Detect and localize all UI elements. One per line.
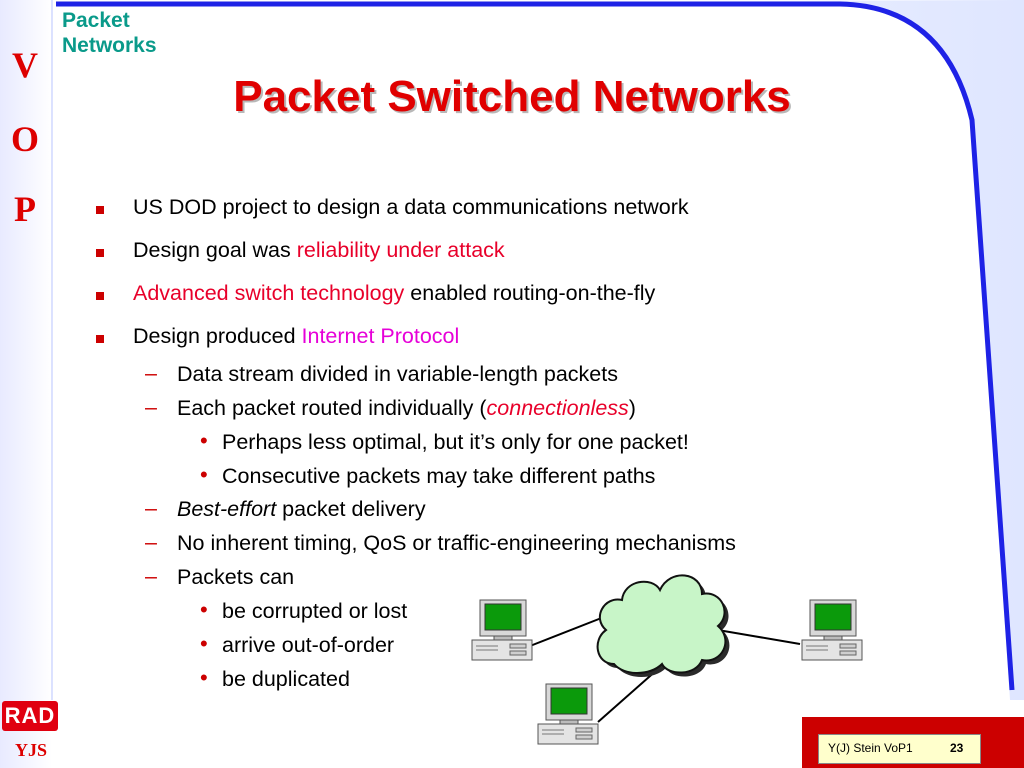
desktop-computer-icon [471, 599, 533, 661]
sub-item-1: Data stream divided in variable-length p… [177, 362, 618, 386]
dot-bullet: • [200, 631, 208, 656]
rad-logo: RAD [2, 701, 58, 731]
sidebar-letter-v: V [12, 45, 38, 85]
footer-label-box [818, 734, 981, 764]
bullet-text: ) [628, 396, 636, 420]
bullet-square [96, 206, 104, 214]
network-link [711, 628, 801, 645]
bullet-square [96, 292, 104, 300]
desktop-computer-icon [801, 599, 863, 661]
bullet-text: Design goal was [133, 238, 297, 262]
italic-text: Best-effort [177, 497, 277, 521]
bullet-text: US DOD project to design a data communic… [133, 195, 689, 219]
bullet-item-1: US DOD project to design a data communic… [133, 195, 689, 220]
network-link [529, 616, 605, 647]
sub-sub-item-5: be duplicated [222, 667, 350, 691]
highlight-text: connectionless [486, 396, 629, 420]
dash-bullet: – [145, 564, 157, 588]
footer-author: Y(J) Stein VoP1 [828, 741, 913, 755]
dot-bullet: • [200, 597, 208, 622]
sidebar-gradient [0, 0, 52, 768]
dash-bullet: – [145, 496, 157, 520]
dot-bullet: • [200, 665, 208, 690]
dot-bullet: • [200, 462, 208, 487]
highlight-text: reliability under attack [296, 238, 505, 262]
bullet-item-2: Design goal was reliability under attack [133, 238, 505, 263]
bullet-text: enabled routing-on-the-fly [404, 281, 656, 305]
bullet-text: Each packet routed individually ( [177, 396, 487, 420]
sub-sub-item-2: Consecutive packets may take different p… [222, 464, 656, 488]
bullet-text: Design produced [133, 324, 302, 348]
dash-bullet: – [145, 361, 157, 385]
dash-bullet: – [145, 530, 157, 554]
bullet-square [96, 335, 104, 343]
bullet-item-4: Design produced Internet Protocol [133, 324, 459, 349]
sub-item-4: No inherent timing, QoS or traffic-engin… [177, 531, 736, 555]
sub-sub-item-3: be corrupted or lost [222, 599, 408, 623]
page-number: 23 [950, 741, 964, 755]
cloud-icon [596, 574, 730, 677]
sidebar-letter-o: O [10, 119, 39, 159]
section-title: Packet Networks [62, 9, 157, 57]
bullet-square [96, 249, 104, 257]
dot-bullet: • [200, 428, 208, 453]
sub-item-2: Each packet routed individually (connect… [177, 396, 636, 421]
highlight-text: Internet Protocol [301, 324, 460, 348]
sub-item-5: Packets can [177, 565, 295, 589]
sub-sub-item-1: Perhaps less optimal, but it’s only for … [222, 430, 689, 454]
bullet-item-3: Advanced switch technology enabled routi… [133, 281, 655, 306]
slide-title: Packet Switched Networks [233, 72, 791, 121]
desktop-computer-icon [537, 683, 599, 745]
sub-item-3: Best-effort packet delivery [177, 497, 426, 522]
dash-bullet: – [145, 395, 157, 419]
sidebar-letter-p: P [14, 189, 36, 229]
author-initials: YJS [14, 740, 47, 760]
sub-sub-item-4: arrive out-of-order [222, 633, 395, 657]
bullet-text: packet delivery [276, 497, 426, 521]
highlight-text: Advanced switch technology [133, 281, 405, 305]
blue-curve-border [56, 1, 1015, 691]
